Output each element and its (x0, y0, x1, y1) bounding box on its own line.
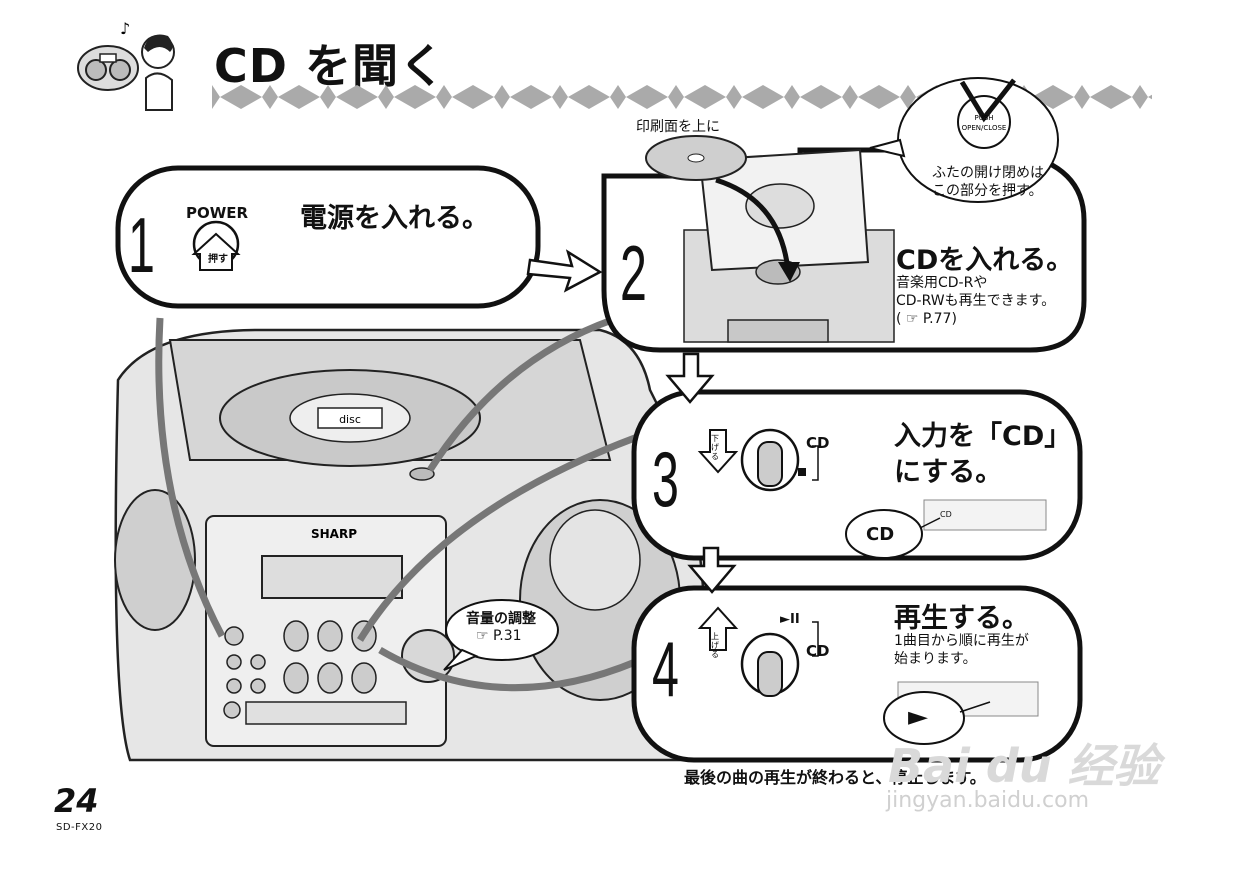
step4-note-line2: 始まります。 (894, 651, 977, 667)
skip-back-button[interactable] (283, 620, 309, 652)
cd-tag-bubble (845, 509, 923, 559)
step4-instruction: 再生する。 (894, 603, 1029, 634)
step3-instruction-line1: 入力を「CD」 (894, 421, 1072, 452)
erase-button[interactable] (250, 678, 266, 694)
watermark-url: jingyan.baidu.com (886, 788, 1090, 813)
track-button[interactable] (250, 654, 266, 670)
bottom-note: 最後の曲の再生が終わると、停止します。 (684, 768, 986, 787)
push-text: PUSH (974, 114, 993, 122)
step1-instruction: 電源を入れる。 (300, 203, 489, 234)
up-arrow-icon (697, 606, 739, 651)
step1-panel (115, 165, 541, 309)
step1-connector (155, 317, 226, 638)
step1-number: 1 (128, 201, 155, 289)
step4-switch-label: CD (806, 642, 830, 660)
step4-number: 4 (652, 625, 679, 713)
play-symbol: ► (908, 702, 928, 732)
rec-mode-button[interactable] (226, 654, 242, 670)
watermark-logo: Bai du 经验 (888, 739, 1160, 793)
lower-mark: 下げる (711, 434, 719, 461)
step3-display (923, 499, 1047, 531)
cd-md-tuner-button[interactable] (317, 662, 343, 694)
left-speaker (114, 489, 196, 631)
step3-number: 3 (652, 435, 679, 523)
surround-button[interactable] (351, 662, 377, 694)
step2-reference[interactable]: ( ☞ P.77) (896, 311, 957, 327)
phones-jack[interactable] (223, 701, 241, 719)
power-label: POWER (186, 204, 249, 222)
arrow-step1-to-2 (526, 249, 603, 293)
step4-panel (631, 585, 1083, 763)
step3-connector (357, 432, 642, 642)
power-button[interactable] (224, 626, 244, 646)
volume-callout-bubble (445, 599, 559, 661)
step3-instruction-line2: にする。 (894, 457, 1003, 488)
lcd-display (261, 555, 403, 599)
push-mark: 押す (208, 254, 228, 265)
disc-logo (317, 407, 383, 429)
arrow-step3-to-4 (687, 546, 737, 594)
insert-arrow (715, 177, 791, 271)
open-close-button[interactable] (409, 467, 435, 481)
lid-note-line2: この部分を押す。 (932, 183, 1043, 199)
header-illustration: ♪ (77, 22, 175, 111)
tuner-aux-button[interactable] (283, 662, 309, 694)
raise-mark: 上げる (711, 632, 719, 659)
disc-side-callout: 印刷面を上に (636, 119, 720, 135)
md-slot (245, 701, 407, 725)
step4-note-line1: 1曲目から順に再生が (894, 633, 1029, 649)
step2-note-line1: 音楽用CD-Rや (896, 275, 988, 291)
disc-logo-text: disc (339, 413, 361, 426)
music-note-icon: ♪ (120, 22, 130, 38)
step4-connector (378, 646, 642, 692)
step2-number: 2 (620, 229, 647, 317)
rec-button[interactable] (226, 678, 242, 694)
volume-callout-reference[interactable]: ☞ P.31 (476, 628, 522, 644)
step3-switch-label: CD (806, 434, 830, 452)
lid-note-line1: ふたの開け閉めは (932, 165, 1044, 181)
brand-logo: SHARP (311, 527, 357, 541)
display-cd-readout: CD (940, 510, 952, 519)
stop-button[interactable] (317, 620, 343, 652)
volume-callout-title: 音量の調整 (466, 611, 536, 627)
step2-instruction: CDを入れる。 (896, 245, 1074, 276)
step2-connector (427, 316, 614, 472)
boombox-device: disc SHARP (114, 328, 710, 762)
model-number: SD-FX20 (56, 822, 103, 833)
play-tag-bubble (883, 691, 965, 745)
open-close-text: OPEN/CLOSE (962, 124, 1007, 132)
step2-note-line2: CD-RWも再生できます。 (896, 293, 1056, 309)
cd-tag: CD (866, 524, 895, 545)
page-number: 24 (54, 782, 99, 820)
down-arrow-icon (697, 429, 739, 474)
arrow-step2-to-3 (665, 352, 715, 404)
play-pause-mark: ►II (780, 612, 800, 627)
